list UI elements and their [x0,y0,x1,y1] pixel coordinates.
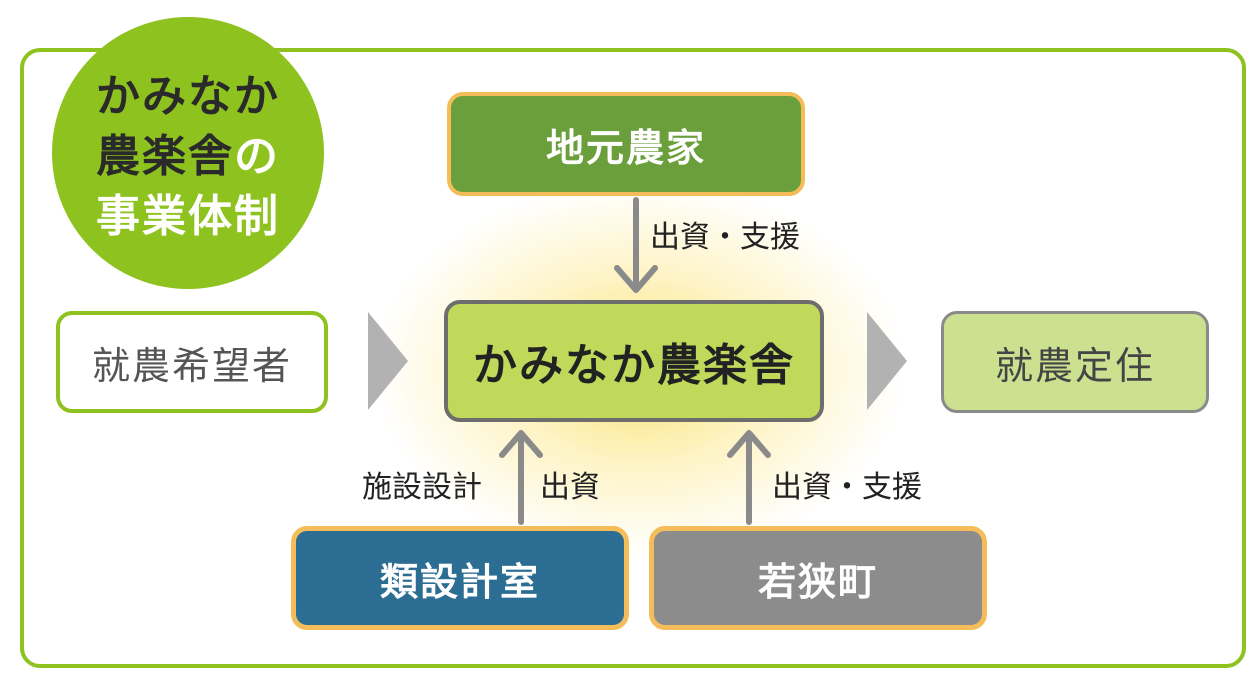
node-kaminaka: かみなか農楽舎 [444,300,824,422]
arrow-town-to-center [727,430,771,525]
arrow-design-to-center [499,430,543,525]
node-farming-applicant-label: 就農希望者 [91,343,292,388]
title-line-2: 農楽舎の [96,135,368,179]
node-local-farmers-label: 地元農家 [545,125,706,170]
edge-label-facility-design: 施設設計 [362,470,482,505]
chevron-right-icon [368,312,408,410]
arrow-farmers-to-center [614,197,658,293]
node-design-office-label: 類設計室 [379,559,540,604]
node-local-farmers: 地元農家 [447,92,805,196]
node-kaminaka-label: かみなか農楽舎 [473,340,795,391]
node-wakasa-town-label: 若狭町 [757,559,878,604]
title-badge: かみなか 農楽舎の 事業体制 [52,17,324,289]
node-farming-settlement: 就農定住 [941,311,1209,413]
title-line-1: かみなか [96,71,280,122]
title-line-2-accent: の [234,131,280,182]
node-farming-applicant: 就農希望者 [56,311,328,413]
node-design-office: 類設計室 [291,526,629,630]
node-wakasa-town: 若狭町 [649,526,987,630]
edge-label-farmers: 出資・支援 [650,220,800,255]
title-line-3: 事業体制 [96,191,280,242]
edge-label-design-invest: 出資 [540,470,600,505]
title-line-2-main: 農楽舎 [96,131,234,182]
node-farming-settlement-label: 就農定住 [994,343,1155,388]
edge-label-town: 出資・支援 [772,470,922,505]
chevron-right-icon [867,312,907,410]
